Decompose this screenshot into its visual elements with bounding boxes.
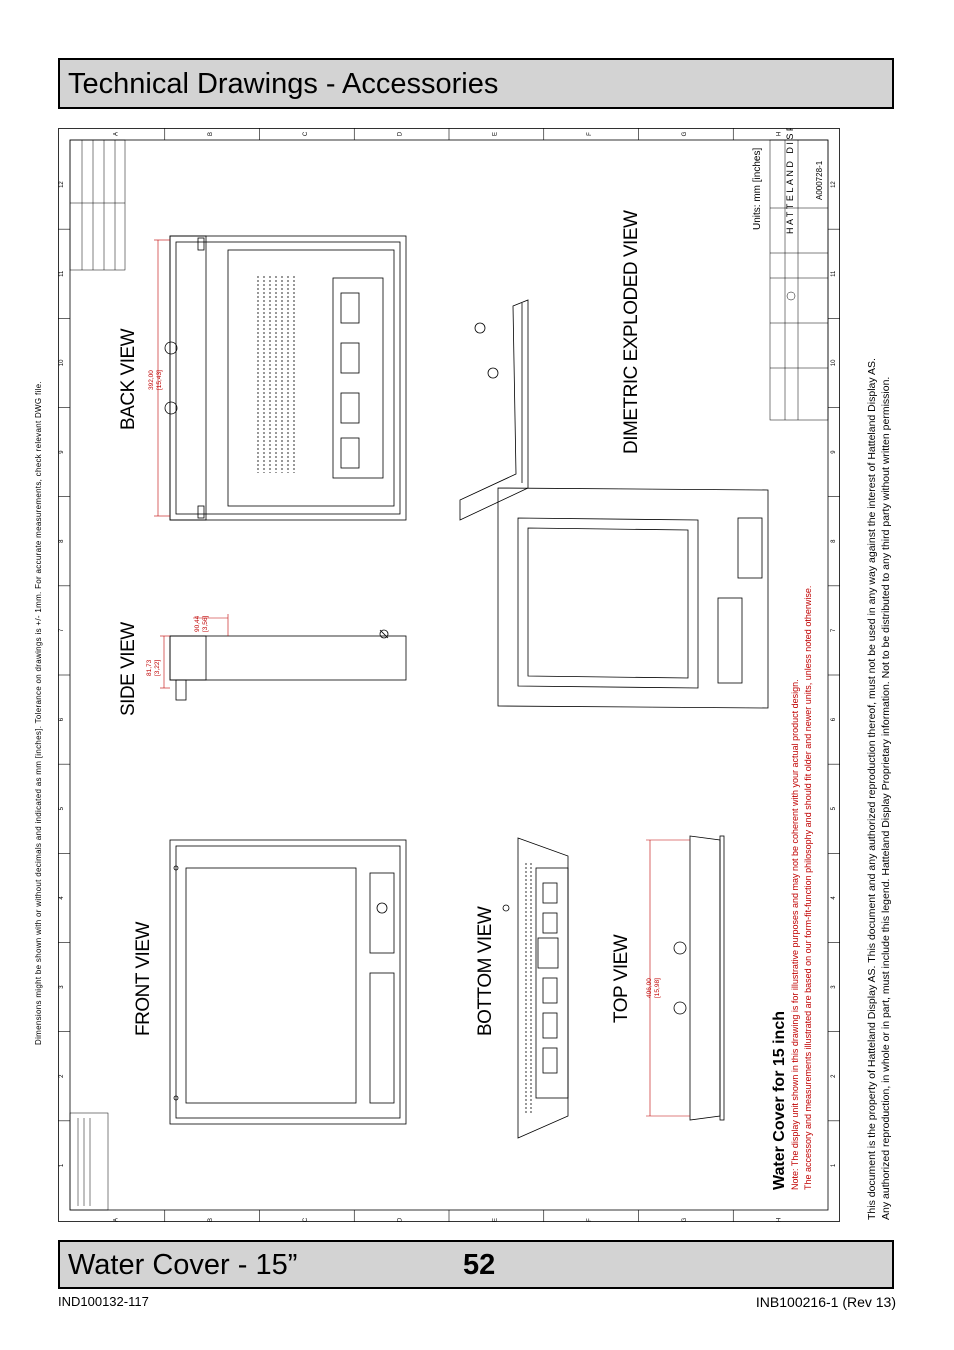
dim-side-small: 90,44 xyxy=(194,615,201,632)
grid-letter: A xyxy=(113,1218,119,1222)
grid-number: 7 xyxy=(59,628,65,632)
grid-number: 8 xyxy=(59,539,65,543)
grid-number: 6 xyxy=(831,717,837,721)
grid-letter: F xyxy=(587,132,593,136)
grid-letter: H xyxy=(777,1218,783,1222)
product-note-line1: Note: The display unit shown in this dra… xyxy=(790,679,800,1190)
grid-number: 9 xyxy=(831,450,837,454)
dim-side-depth: 81,73 xyxy=(146,659,153,676)
grid-number: 2 xyxy=(831,1074,837,1078)
grid-number: 6 xyxy=(59,717,65,721)
view-label-front: FRONT VIEW xyxy=(133,922,154,1036)
top-view-drawing xyxy=(673,835,725,1121)
doc-id-right: INB100216-1 (Rev 13) xyxy=(755,1294,896,1310)
view-label-top: TOP VIEW xyxy=(611,934,632,1023)
grid-number: 2 xyxy=(59,1074,65,1078)
dim-top-width: 406,00 xyxy=(646,978,653,998)
logo-text: HATTELAND DISPLAY xyxy=(785,128,795,234)
grid-number: 12 xyxy=(59,181,65,188)
grid-number: 4 xyxy=(831,896,837,900)
doc-id-left: IND100132-117 xyxy=(58,1294,149,1309)
part-number: A000728-1 xyxy=(815,160,824,200)
dimension-note: Dimensions might be shown with or withou… xyxy=(34,381,43,1045)
grid-number: 11 xyxy=(59,270,65,277)
page-title: Technical Drawings - Accessories xyxy=(68,68,499,100)
units-label: Units: mm [inches] xyxy=(752,147,763,230)
product-title: Water Cover for 15 inch xyxy=(771,1010,788,1190)
grid-number: 12 xyxy=(831,181,837,188)
grid-number: 5 xyxy=(831,806,837,810)
title-block-top xyxy=(69,139,126,271)
grid-letter: D xyxy=(398,131,404,136)
grid-number: 10 xyxy=(831,359,837,366)
grid-number: 8 xyxy=(831,539,837,543)
grid-number: 9 xyxy=(59,450,65,454)
side-view-drawing xyxy=(169,629,407,701)
dim-back-height-inches: [15,43] xyxy=(156,370,163,390)
back-view-drawing xyxy=(164,235,407,521)
grid-number: 1 xyxy=(59,1163,65,1167)
grid-letter: G xyxy=(682,131,688,136)
grid-number: 4 xyxy=(59,896,65,900)
grid-number: 3 xyxy=(831,985,837,989)
title-block-right xyxy=(769,139,829,421)
grid-number: 10 xyxy=(59,359,65,366)
grid-letter: F xyxy=(587,1218,593,1222)
grid-letter: D xyxy=(398,1217,404,1222)
legal-line-2: Any authorized reproduction, in whole or… xyxy=(880,376,892,1220)
view-label-side: SIDE VIEW xyxy=(118,622,139,716)
text-block-bottom xyxy=(69,1112,109,1211)
view-label-back: BACK VIEW xyxy=(118,328,139,430)
view-label-bottom: BOTTOM VIEW xyxy=(475,906,496,1036)
grid-letter: A xyxy=(113,132,119,136)
page-number: 52 xyxy=(463,1249,496,1281)
grid-letter: B xyxy=(208,1218,214,1222)
grid-letter: E xyxy=(492,1218,498,1222)
grid-letter: E xyxy=(492,132,498,136)
legal-line-1: This document is the property of Hattela… xyxy=(866,358,878,1220)
view-label-dimetric: DIMETRIC EXPLODED VIEW xyxy=(621,210,642,454)
grid-number: 1 xyxy=(831,1163,837,1167)
grid-number: 3 xyxy=(59,985,65,989)
back-dimension xyxy=(154,239,170,517)
dim-side-small-inches: [3,56] xyxy=(202,615,209,632)
bottom-view-drawing xyxy=(502,837,569,1139)
header-bar: Technical Drawings - Accessories xyxy=(58,58,894,109)
grid-number: 5 xyxy=(59,806,65,810)
grid-letter: G xyxy=(682,1217,688,1222)
front-view-drawing xyxy=(169,839,407,1125)
grid-letter: C xyxy=(303,131,309,136)
footer-bar: Water Cover - 15” 52 xyxy=(58,1240,894,1289)
dim-back-height: 392,00 xyxy=(148,370,155,390)
dim-side-depth-inches: [3,22] xyxy=(154,659,161,676)
footer-title: Water Cover - 15” xyxy=(68,1249,298,1281)
grid-letter: H xyxy=(777,132,783,136)
grid-letter: B xyxy=(208,132,214,136)
grid-number: 11 xyxy=(831,270,837,277)
grid-letter: C xyxy=(303,1217,309,1222)
dim-top-width-inches: [15,98] xyxy=(654,978,661,998)
product-note-line2: The accessory and measurements illustrat… xyxy=(803,585,813,1190)
grid-number: 7 xyxy=(831,628,837,632)
dimetric-view-drawing xyxy=(459,299,769,709)
